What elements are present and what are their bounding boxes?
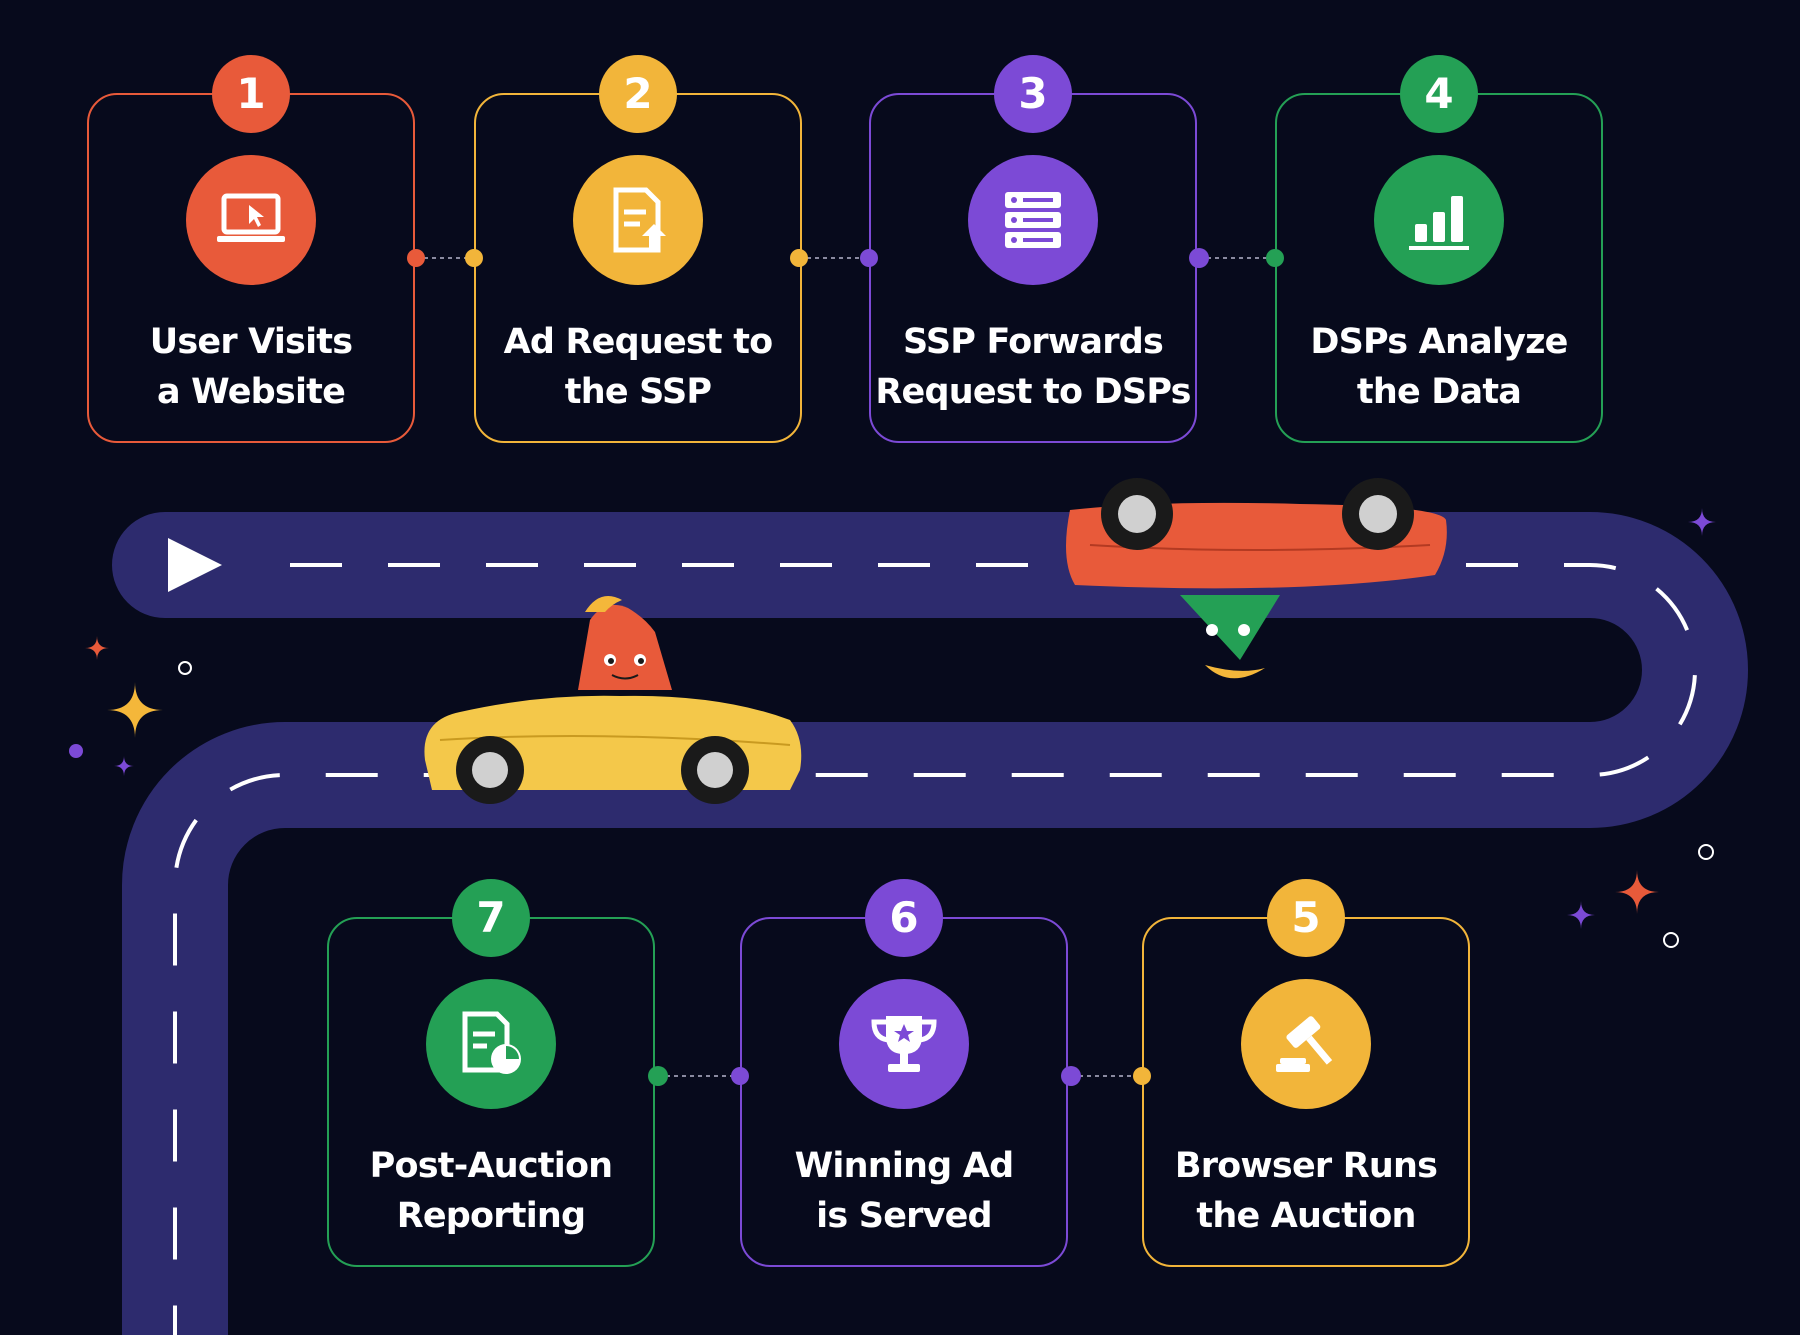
laptop-icon xyxy=(186,155,316,285)
step-card-3: 3 SSP Forwards Request to DSPs xyxy=(869,55,1197,443)
step-number-badge: 6 xyxy=(865,879,943,957)
step-title: Browser Runs the Auction xyxy=(1174,1146,1438,1236)
road xyxy=(112,512,1748,1335)
report-icon xyxy=(426,979,556,1109)
step-title: Post-Auction Reporting xyxy=(369,1146,613,1236)
step-title: User Visits a Website xyxy=(149,322,353,412)
step-number-badge: 7 xyxy=(452,879,530,957)
document-upload-icon xyxy=(573,155,703,285)
step-card-4: 4 DSPs Analyze the Data xyxy=(1275,55,1603,443)
step-title: DSPs Analyze the Data xyxy=(1310,322,1568,412)
yellow-car xyxy=(424,596,802,804)
step-title: Ad Request to the SSP xyxy=(503,322,774,412)
step-card-2: 2 Ad Request to the SSP xyxy=(474,55,802,443)
sparkle-decorations xyxy=(69,508,1716,948)
start-arrow-icon xyxy=(168,538,222,592)
step-number-badge: 5 xyxy=(1267,879,1345,957)
step-number-badge: 4 xyxy=(1400,55,1478,133)
step-card-1: 1 User Visits a Website xyxy=(87,55,415,443)
step-title: SSP Forwards Request to DSPs xyxy=(875,322,1191,412)
step-card-5: 5 Browser Runs the Auction xyxy=(1142,879,1470,1267)
step-number-badge: 1 xyxy=(212,55,290,133)
server-icon xyxy=(968,155,1098,285)
step-title: Winning Ad is Served xyxy=(794,1146,1015,1236)
step-card-6: 6 Winning Ad is Served xyxy=(740,879,1068,1267)
trophy-icon xyxy=(839,979,969,1109)
gavel-icon xyxy=(1241,979,1371,1109)
step-number-badge: 3 xyxy=(994,55,1072,133)
step-card-7: 7 Post-Auction Reporting xyxy=(327,879,655,1267)
step-number-badge: 2 xyxy=(599,55,677,133)
red-car xyxy=(1066,478,1447,679)
bar-chart-icon xyxy=(1374,155,1504,285)
